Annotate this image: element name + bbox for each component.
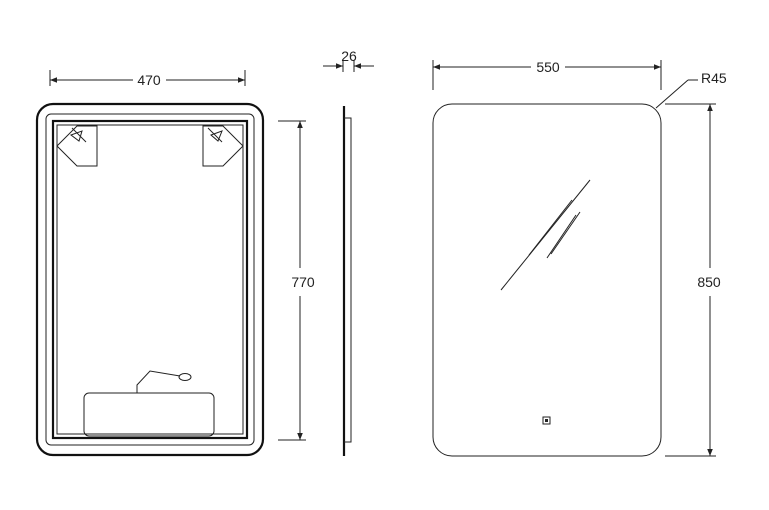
driver-box-icon [83, 370, 215, 437]
front-height-label: 850 [697, 274, 721, 290]
back-view: 470 770 [35, 70, 315, 457]
depth-label: 26 [341, 48, 357, 64]
side-frame-profile [344, 117, 352, 443]
touch-switch-icon [542, 416, 551, 425]
radius-callout: R45 [655, 70, 727, 109]
back-height-dimension: 770 [278, 120, 315, 441]
back-width-dimension: 470 [49, 70, 246, 88]
front-view: 550 R45 850 [432, 59, 727, 457]
led-lamp-icon [202, 125, 244, 167]
back-glass-inset [56, 124, 244, 435]
back-inner-frame [45, 113, 255, 446]
reflection-lines [500, 179, 591, 291]
led-lamp-icon [56, 125, 98, 167]
back-height-label: 770 [291, 274, 315, 290]
back-glass-area [51, 119, 249, 440]
back-outer-frame [35, 102, 265, 457]
front-width-dimension: 550 [432, 59, 662, 90]
front-height-dimension: 850 [665, 103, 721, 457]
depth-dimension: 26 [323, 48, 374, 72]
front-mirror-outline [432, 103, 662, 457]
side-view: 26 [323, 48, 374, 456]
back-width-label: 470 [137, 72, 161, 88]
front-width-label: 550 [536, 59, 560, 75]
radius-label: R45 [701, 70, 727, 86]
